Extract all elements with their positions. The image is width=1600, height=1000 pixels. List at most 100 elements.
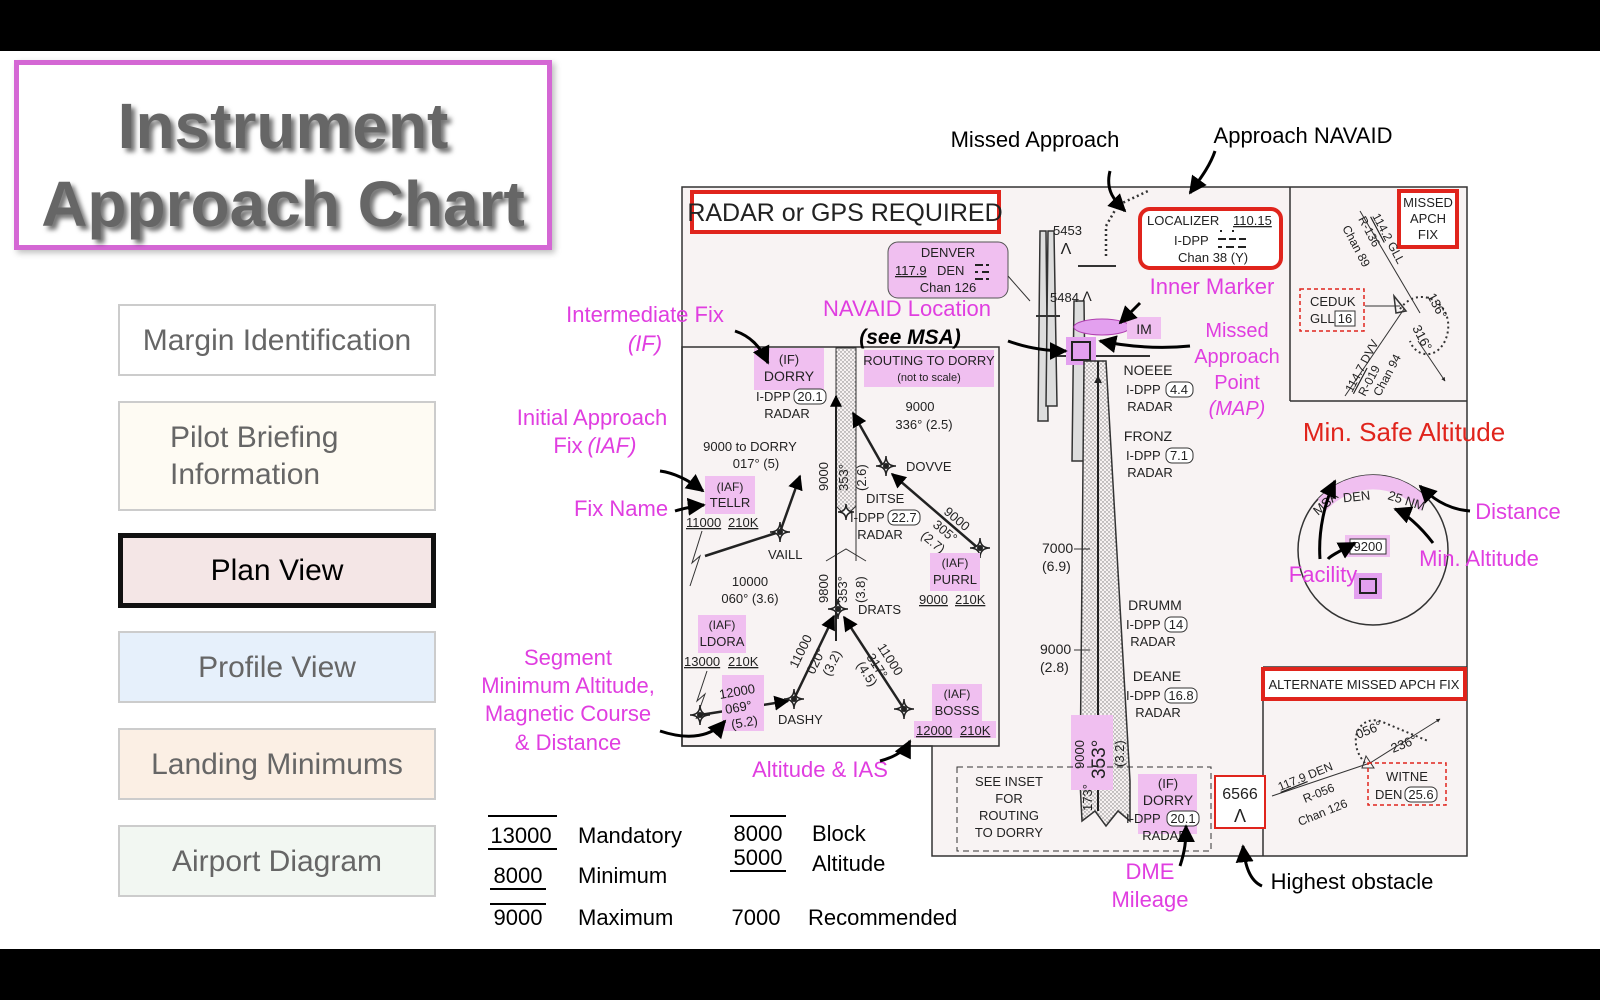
purrl-hl [930,553,980,591]
tellr-alt: 11000 [686,515,721,530]
fix-purrl-iaf: (IAF) [942,556,969,570]
fix-dorry-radar: RADAR [764,406,810,421]
fc-173: 173° [1080,784,1095,811]
ann-segment-3: Magnetic Course [485,701,651,726]
ceduk-box [1299,288,1365,332]
fix-dovve-icon [875,455,897,477]
fix-drumm-id: I-DPP [1126,617,1161,632]
denver-ident: DEN [937,263,964,278]
msa-facility-hl [1354,573,1382,599]
nav-profile-view[interactable]: Profile View [118,631,436,703]
ann-highest-obstacle: Highest obstacle [1271,869,1434,894]
obstacle-5453: 5453 [1053,223,1082,238]
see-inset-2: FOR [995,791,1022,806]
ann-navaid-location: NAVAID Location [823,296,991,321]
fix-ditse-id: I-DPP [850,510,885,525]
navaid-location-icon [1071,341,1091,361]
ann-facility: Facility [1289,562,1357,587]
bosss-hl [932,684,982,722]
im-label: IM [1136,321,1152,337]
obstacle-box [1214,775,1266,829]
fix-ditse-dme: 22.7 [891,510,916,525]
fix-dorry2-id: I-DPP [1126,811,1161,826]
title-box: Instrument Approach Chart [14,60,552,250]
title-line-2: Approach Chart [41,168,525,240]
hold-pattern [1399,296,1450,356]
fc-9000: 9000 [1072,740,1087,769]
alt-7000: 7000 [1042,540,1073,556]
msa-hl [1318,474,1428,511]
nav-label: Landing Minimums [151,747,403,781]
alt-6-9: (6.9) [1042,558,1071,574]
denver-freq: 117.9 [895,263,927,278]
tellr-route-2: 017° (5) [733,456,779,471]
fix-fronz-id: I-DPP [1126,448,1161,463]
dovve-crs: 336° (2.5) [895,417,952,432]
r136-line [1359,210,1421,314]
nav-label: Airport Diagram [171,844,383,878]
localizer-ident: I-DPP [1174,233,1209,248]
legend-block-1: Block [812,821,867,846]
ldora-ias: 210K [728,654,759,669]
ann-altitude-ias: Altitude & IAS [752,757,888,782]
missed-apch-fix-2: APCH [1410,211,1446,226]
fix-ditse-radar: RADAR [857,527,903,542]
purrl-alt: 9000 [919,592,948,607]
fix-drats-icon [827,598,849,620]
ann-fix-name: Fix Name [574,496,668,521]
bosss-leg [842,615,906,710]
fix-ldora: LDORA [700,634,745,649]
dovve-leg [851,411,885,467]
ann-segment-1: Segment [524,645,612,670]
fix-deane-id: I-DPP [1126,688,1161,703]
fix-dorry-id: I-DPP [756,389,791,404]
fix-noeee-dme: 4.4 [1170,382,1188,397]
ann-dme-2: Mileage [1111,887,1188,912]
fix-tellr: TELLR [710,495,750,510]
missed-apch-fix-1: MISSED [1403,195,1453,210]
nav-margin-identification[interactable]: Margin Identification [118,304,436,376]
vaill-leg [778,474,803,533]
dovve-alt: 9000 [906,399,935,414]
seg-353-1: 353° [836,464,851,491]
ann-see-msa: (see MSA) [859,326,961,349]
fix-drumm-dme: 14 [1169,617,1183,632]
localizer-label: LOCALIZER [1147,213,1219,228]
alt-missed-text: ALTERNATE MISSED APCH FIX [1269,677,1460,692]
purrl-ias: 210K [955,592,986,607]
plan-view-diagram: RADAR or GPS REQUIRED MISSED APCH FIX LO… [481,123,1561,930]
nav-airport-diagram[interactable]: Airport Diagram [118,825,436,897]
obstacle-icon: Λ [1082,288,1092,304]
fix-ldora-iaf: (IAF) [709,618,736,632]
fix-noeee-radar: RADAR [1127,399,1173,414]
obstacle-icon: Λ [1061,241,1072,258]
alt-9000: 9000 [1040,641,1071,657]
fix-drumm: DRUMM [1128,597,1182,613]
fix-dorry2-if: (IF) [1158,776,1178,791]
nav-plan-view[interactable]: Plan View [118,533,436,608]
purrl-leg [890,473,979,549]
ann-dme-1: DME [1126,859,1175,884]
r056-line [1271,762,1371,797]
legend-recommended: Recommended [808,905,957,930]
fix-noeee-id: I-DPP [1126,382,1161,397]
nav-landing-minimums[interactable]: Landing Minimums [118,728,436,800]
legend-maximum: Maximum [578,905,673,930]
fix-ceduk-dme: 16 [1338,311,1352,326]
nav-pilot-briefing-information[interactable]: Pilot Briefing Information [118,401,436,511]
nav-label: Profile View [198,650,356,684]
obstacle-6566: 6566 [1222,786,1258,803]
fix-dorry: DORRY [764,368,815,384]
seg-2-6: (2.6) [854,464,869,491]
ann-map-2: Approach [1194,346,1280,368]
final-approach-course [1079,360,1131,828]
denver-leader [1007,275,1031,302]
see-inset-4: TO DORRY [975,825,1043,840]
fix-ceduk-id: GLL [1310,311,1335,326]
fix-ditse: DITSE [866,491,905,506]
seg-12000: 12000 [718,681,756,702]
ann-map-1: Missed [1205,320,1268,342]
nav-label: Margin Identification [142,323,412,357]
ann-iaf-abbr: (IAF) [588,433,637,458]
approach-feathers [1037,230,1087,462]
